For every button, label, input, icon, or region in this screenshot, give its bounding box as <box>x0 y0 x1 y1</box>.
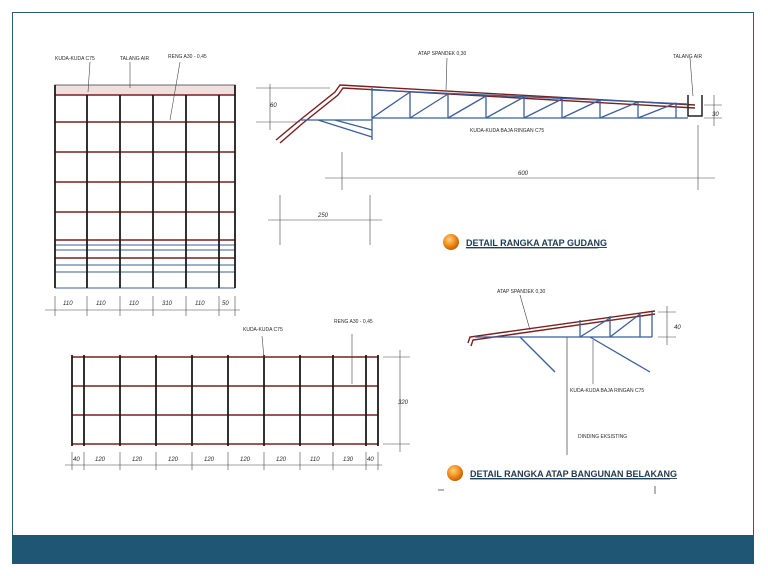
plan-bottom-dim-height <box>383 350 410 452</box>
section-top-dim-overhang <box>268 195 382 245</box>
plan-bottom: KUDA-KUDA C75 RENG A30 - 0,45 320 <box>65 319 410 470</box>
plan-bottom-dim-4: 120 <box>168 457 179 463</box>
plan-top-label-truss: KUDA-KUDA C75 <box>55 56 95 62</box>
plan-top-trusses <box>54 85 236 288</box>
plan-top-battens <box>55 94 235 259</box>
section-top-dim-span <box>325 125 715 190</box>
section-bottom-roof-sheet <box>467 310 656 347</box>
plan-bottom-label-batten: RENG A30 - 0,45 <box>334 319 373 325</box>
section-bottom-truss <box>475 312 653 373</box>
title-bottom-bullet <box>447 465 463 481</box>
section-bottom-dim-height <box>658 306 676 345</box>
plan-top-dim-4: 310 <box>162 301 173 307</box>
section-bottom-dim-height: 40 <box>674 325 681 331</box>
plan-top-label-gutter: TALANG AIR <box>120 56 149 62</box>
plan-bottom-label-truss: KUDA-KUDA C75 <box>243 327 283 333</box>
plan-bottom-dim-2: 120 <box>95 457 106 463</box>
plan-top-dim-5: 110 <box>195 301 205 307</box>
section-top-dim-span: 600 <box>518 171 529 177</box>
plan-bottom-leaders <box>261 334 353 384</box>
section-top-label-truss: KUDA-KUDA BAJA RINGAN C75 <box>470 128 544 134</box>
title-bottom-group: DETAIL RANGKA ATAP BANGUNAN BELAKANG <box>447 465 677 481</box>
title-bottom: DETAIL RANGKA ATAP BANGUNAN BELAKANG <box>470 469 677 479</box>
plan-top-lower-lines <box>55 244 235 289</box>
plan-bottom-dim-1: 40 <box>73 457 80 463</box>
plan-top-leaders <box>87 61 181 121</box>
plan-bottom-battens <box>72 356 378 445</box>
plan-bottom-dim-7: 120 <box>276 457 287 463</box>
section-top: ATAP SPANDEK 0,30 TALANG AIR KUDA-KUDA B… <box>256 51 722 245</box>
plan-top-dimension-line <box>45 296 240 316</box>
title-top-bullet <box>443 234 459 250</box>
plan-bottom-dim-6: 120 <box>240 457 251 463</box>
title-top-group: DETAIL RANGKA ATAP GUDANG <box>443 234 607 250</box>
section-bottom-leaders <box>519 294 594 384</box>
section-bottom-label-roof: ATAP SPANDEK 0,30 <box>497 289 545 295</box>
plan-bottom-dim-3: 120 <box>132 457 143 463</box>
section-bottom-label-wall: DINDING EKSISTING <box>578 434 627 440</box>
section-top-dim-right <box>704 95 722 126</box>
plan-top-dim-2: 110 <box>96 301 106 307</box>
section-top-main-truss <box>371 89 689 119</box>
section-top-gutter <box>687 95 703 117</box>
plan-top: KUDA-KUDA C75 TALANG AIR RENG A30 - 0,45… <box>45 54 240 316</box>
section-top-dim-height-left: 60 <box>270 103 277 109</box>
plan-bottom-dim-5: 120 <box>204 457 215 463</box>
plan-bottom-dim-height: 320 <box>398 400 409 406</box>
plan-bottom-dimension-line <box>65 452 382 470</box>
plan-bottom-dim-10: 40 <box>367 457 374 463</box>
section-top-leaders <box>445 57 694 97</box>
plan-top-label-batten: RENG A30 - 0,45 <box>168 54 207 60</box>
plan-top-dim-6: 50 <box>222 301 229 307</box>
section-bottom: ATAP SPANDEK 0,30 KUDA-KUDA BAJA RINGAN … <box>438 289 681 494</box>
section-top-label-gutter: TALANG AIR <box>673 54 702 60</box>
footer-bar <box>12 535 754 564</box>
plan-top-dim-3: 110 <box>129 301 139 307</box>
section-top-dim-height-right: 30 <box>712 112 719 118</box>
plan-top-dim-1: 110 <box>63 301 73 307</box>
section-top-label-roof: ATAP SPANDEK 0,30 <box>418 51 466 57</box>
section-top-dim-overhang: 250 <box>317 213 329 219</box>
section-top-roof-sheet <box>275 84 696 144</box>
section-top-overhang-truss <box>300 88 373 140</box>
section-top-dim-left <box>256 84 330 130</box>
plan-bottom-dim-9: 130 <box>343 457 354 463</box>
title-top: DETAIL RANGKA ATAP GUDANG <box>466 238 607 248</box>
plan-bottom-trusses <box>71 355 379 446</box>
section-bottom-label-truss: KUDA-KUDA BAJA RINGAN C75 <box>570 388 644 394</box>
plan-bottom-dim-8: 110 <box>310 457 320 463</box>
